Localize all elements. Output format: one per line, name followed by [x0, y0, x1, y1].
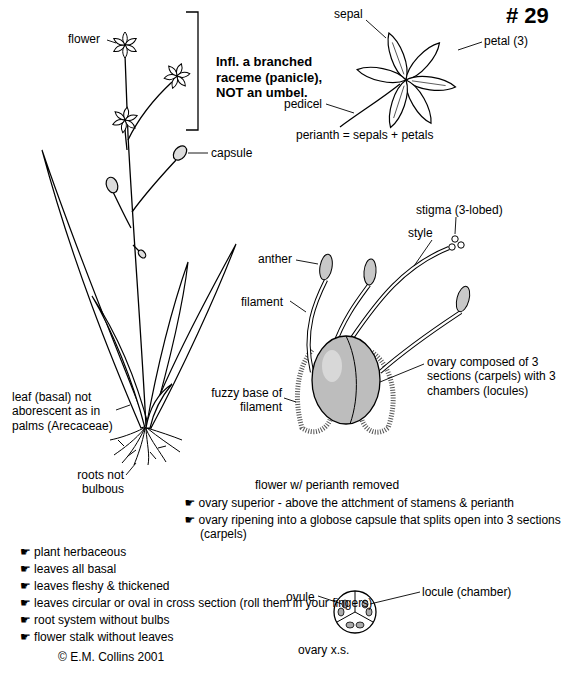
- figure-number: # 29: [506, 3, 549, 29]
- flower-stalk: [113, 55, 176, 426]
- bullet-note: ☛ ovary ripening into a globose capsule …: [184, 513, 572, 542]
- bullet-note: ☛ leaves all basal: [20, 562, 460, 576]
- copyright: © E.M. Collins 2001: [58, 650, 164, 664]
- bullet-note: ☛ leaves circular or oval in cross secti…: [20, 596, 460, 610]
- part-label: sepal: [334, 7, 363, 21]
- part-label: petal (3): [484, 34, 528, 48]
- bullet-note: ☛ leaves fleshy & thickened: [20, 579, 460, 593]
- flower-closeup: [340, 31, 456, 130]
- part-label: locule (chamber): [422, 585, 511, 599]
- part-label: roots not bulbous: [40, 468, 124, 497]
- caption-label: flower w/ perianth removed: [255, 478, 399, 492]
- bullet-note: ☛ plant herbaceous: [20, 545, 460, 559]
- capsules: [104, 143, 189, 259]
- part-label: style: [408, 226, 433, 240]
- part-label: stigma (3-lobed): [416, 203, 503, 217]
- part-label: fuzzy base of filament: [206, 386, 282, 415]
- part-label: ovule: [286, 590, 315, 604]
- small-flowers: [111, 32, 194, 135]
- part-label: filament: [241, 295, 283, 309]
- bullet-note: ☛ root system without bulbs: [20, 613, 460, 627]
- part-label: leaf (basal) not aborescent as in palms …: [12, 390, 114, 433]
- part-label: ovary x.s.: [298, 643, 349, 657]
- bracket: [186, 12, 198, 130]
- part-label: flower: [68, 32, 100, 46]
- part-label: ovary composed of 3 sections (carpels) w…: [427, 355, 572, 398]
- roots: [110, 428, 182, 465]
- note: perianth = sepals + petals: [296, 128, 433, 142]
- basal-leaves: [42, 150, 236, 428]
- bullet-note: ☛ flower stalk without leaves: [20, 630, 460, 644]
- bullet-note: ☛ ovary superior - above the attchment o…: [184, 496, 572, 510]
- note: Infl. a branched raceme (panicle), NOT a…: [216, 54, 350, 101]
- part-label: capsule: [211, 146, 252, 160]
- part-label: anther: [258, 252, 292, 266]
- part-label: pedicel: [284, 97, 322, 111]
- stamen-ovary-closeup: [297, 236, 472, 432]
